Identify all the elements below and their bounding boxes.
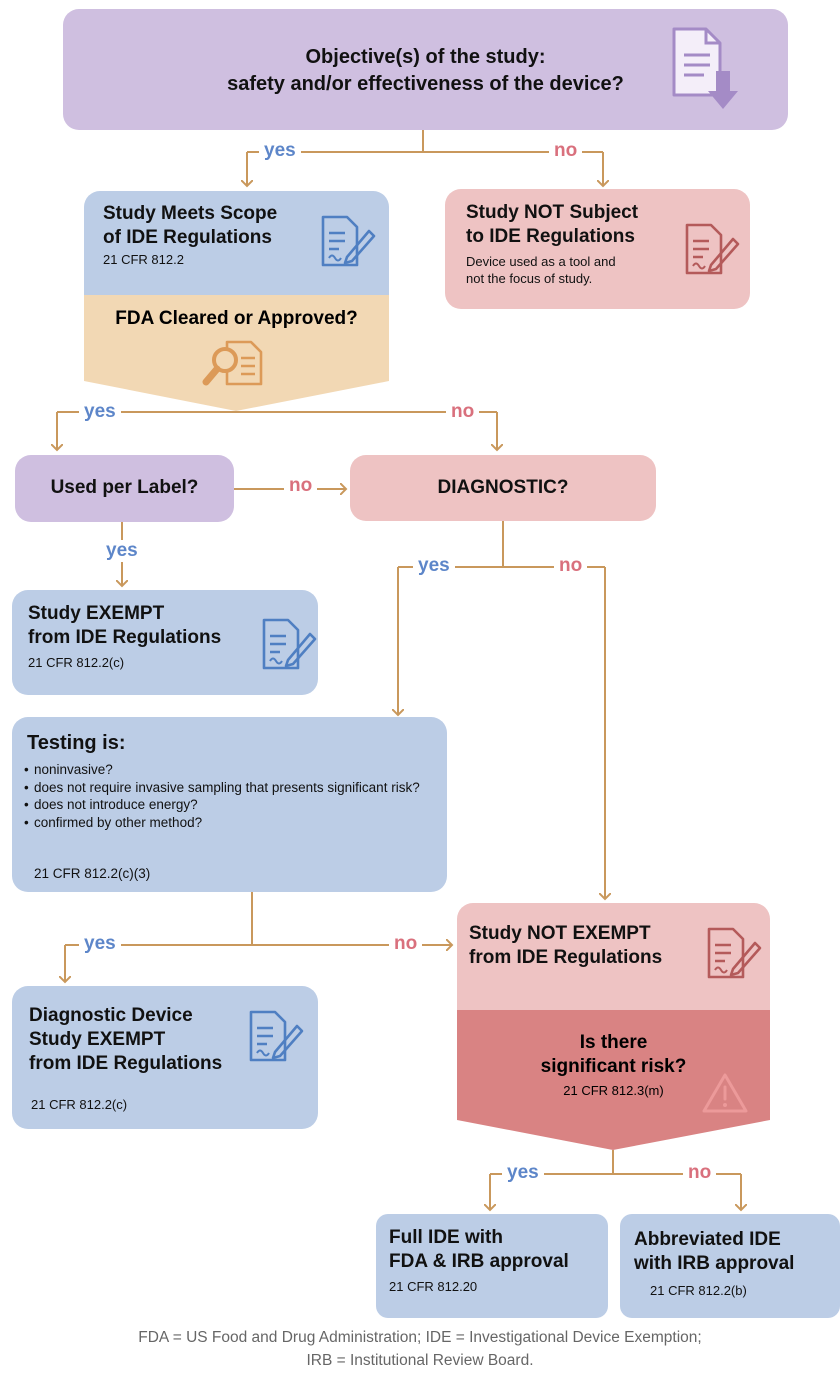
no-label: no bbox=[446, 401, 480, 423]
exempt-box: Study EXEMPT from IDE Regulations 21 CFR… bbox=[12, 590, 318, 695]
footer-line1: FDA = US Food and Drug Administration; I… bbox=[138, 1329, 702, 1346]
signed-document-icon bbox=[685, 223, 740, 275]
used-per-label-box: Used per Label? bbox=[15, 455, 234, 522]
testing-title: Testing is: bbox=[27, 732, 126, 754]
magnifier-document-icon bbox=[202, 340, 263, 386]
not-subject-title1: Study NOT Subject bbox=[466, 202, 639, 223]
abbrev-ide-box: Abbreviated IDE with IRB approval 21 CFR… bbox=[620, 1214, 840, 1318]
not-exempt-title2: from IDE Regulations bbox=[469, 947, 663, 968]
testing-box: Testing is: noninvasive? does not requir… bbox=[12, 717, 447, 892]
signed-document-icon bbox=[707, 927, 762, 979]
not-subject-note2: not the focus of study. bbox=[466, 271, 593, 286]
abbrev-ide-ref: 21 CFR 812.2(b) bbox=[650, 1283, 747, 1298]
objective-line1: Objective(s) of the study: bbox=[305, 46, 546, 68]
no-label: no bbox=[389, 933, 423, 955]
full-ide-title2: FDA & IRB approval bbox=[389, 1251, 569, 1272]
not-exempt-title1: Study NOT EXEMPT bbox=[469, 923, 651, 944]
meets-scope-title2: of IDE Regulations bbox=[103, 227, 272, 248]
not-subject-box: Study NOT Subject to IDE Regulations Dev… bbox=[445, 189, 750, 309]
significant-risk-shape bbox=[457, 1010, 770, 1150]
testing-criterion: confirmed by other method? bbox=[24, 814, 424, 832]
yes-label: yes bbox=[502, 1162, 544, 1184]
yes-label: yes bbox=[101, 540, 143, 562]
full-ide-ref: 21 CFR 812.20 bbox=[389, 1279, 478, 1294]
yes-label: yes bbox=[413, 555, 455, 577]
significant-risk-question: Is there significant risk? bbox=[457, 1031, 770, 1079]
yes-label: yes bbox=[259, 140, 301, 162]
no-label: no bbox=[549, 140, 583, 162]
significant-risk-line2: significant risk? bbox=[540, 1056, 687, 1077]
significant-risk-ref: 21 CFR 812.3(m) bbox=[563, 1083, 664, 1098]
signed-document-icon bbox=[262, 618, 317, 670]
exempt-title2: from IDE Regulations bbox=[28, 627, 222, 648]
exempt-title1: Study EXEMPT bbox=[28, 603, 165, 624]
used-per-label-question: Used per Label? bbox=[50, 477, 199, 498]
no-label: no bbox=[554, 555, 588, 577]
fda-cleared-shape bbox=[84, 295, 389, 411]
diagnostic-box: DIAGNOSTIC? bbox=[350, 455, 656, 521]
abbrev-ide-title1: Abbreviated IDE bbox=[634, 1229, 781, 1250]
testing-criterion: noninvasive? bbox=[24, 761, 424, 779]
meets-scope-box: Study Meets Scope of IDE Regulations 21 … bbox=[84, 191, 389, 295]
signed-document-icon bbox=[321, 215, 376, 267]
full-ide-title1: Full IDE with bbox=[389, 1227, 503, 1248]
exempt-ref: 21 CFR 812.2(c) bbox=[28, 655, 125, 670]
testing-criteria-list: noninvasive? does not require invasive s… bbox=[24, 761, 424, 831]
no-label: no bbox=[284, 475, 318, 497]
not-exempt-box: Study NOT EXEMPT from IDE Regulations bbox=[457, 903, 770, 1010]
signed-document-icon bbox=[249, 1010, 304, 1062]
diag-exempt-title1: Diagnostic Device bbox=[29, 1005, 193, 1026]
significant-risk-line1: Is there bbox=[579, 1032, 648, 1053]
no-label: no bbox=[683, 1162, 717, 1184]
fda-cleared-question: FDA Cleared or Approved? bbox=[115, 308, 358, 329]
diag-exempt-ref: 21 CFR 812.2(c) bbox=[31, 1097, 128, 1112]
abbreviations-footer: FDA = US Food and Drug Administration; I… bbox=[0, 1326, 840, 1372]
diag-exempt-title3: from IDE Regulations bbox=[29, 1053, 223, 1074]
diag-exempt-box: Diagnostic Device Study EXEMPT from IDE … bbox=[12, 986, 318, 1129]
objective-line2: safety and/or effectiveness of the devic… bbox=[227, 73, 624, 95]
not-subject-title2: to IDE Regulations bbox=[466, 226, 635, 247]
diag-exempt-title2: Study EXEMPT bbox=[29, 1029, 166, 1050]
diagnostic-question: DIAGNOSTIC? bbox=[437, 477, 569, 498]
testing-ref: 21 CFR 812.2(c)(3) bbox=[34, 866, 151, 881]
yes-label: yes bbox=[79, 401, 121, 423]
meets-scope-ref: 21 CFR 812.2 bbox=[103, 252, 184, 267]
meets-scope-title1: Study Meets Scope bbox=[103, 203, 278, 224]
abbrev-ide-title2: with IRB approval bbox=[634, 1253, 795, 1274]
objective-box: Objective(s) of the study: safety and/or… bbox=[63, 9, 788, 130]
testing-criterion: does not require invasive sampling that … bbox=[24, 779, 424, 797]
document-download-icon bbox=[672, 27, 738, 109]
warning-triangle-icon bbox=[702, 1073, 748, 1113]
footer-line2: IRB = Institutional Review Board. bbox=[306, 1352, 534, 1369]
yes-label: yes bbox=[79, 933, 121, 955]
testing-criterion: does not introduce energy? bbox=[24, 796, 424, 814]
full-ide-box: Full IDE with FDA & IRB approval 21 CFR … bbox=[376, 1214, 608, 1318]
not-subject-note1: Device used as a tool and bbox=[466, 254, 616, 269]
